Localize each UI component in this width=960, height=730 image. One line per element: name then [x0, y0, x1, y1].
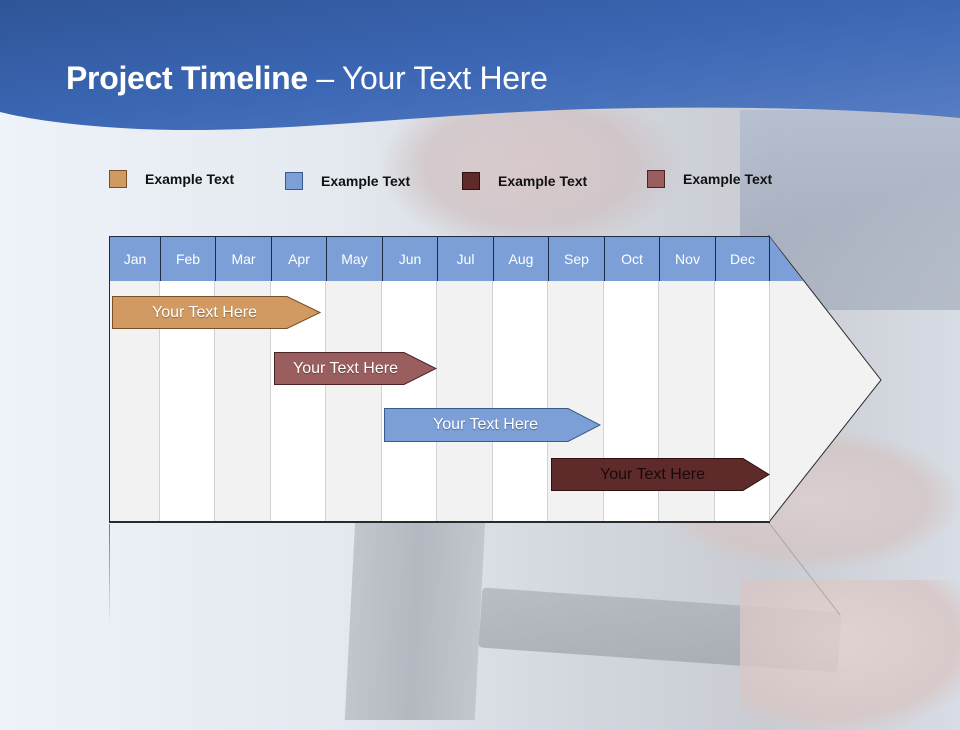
legend-swatch: [285, 172, 303, 190]
timeline-bar[interactable]: Your Text Here: [551, 458, 770, 491]
month-header: Apr: [271, 236, 326, 281]
bar-label: Your Text Here: [293, 359, 398, 377]
legend-swatch: [462, 172, 480, 190]
month-header: Nov: [659, 236, 715, 281]
month-header: Feb: [160, 236, 215, 281]
slide-title-rest: – Your Text Here: [307, 60, 548, 96]
month-column: [493, 281, 548, 522]
legend-label: Example Text: [321, 173, 411, 189]
header-banner: Project Timeline – Your Text Here: [0, 0, 960, 140]
bar-label: Your Text Here: [600, 465, 705, 483]
month-header-row: Jan Feb Mar Apr May Jun Jul Aug Sep Oct …: [109, 236, 770, 281]
month-header: May: [326, 236, 382, 281]
timeline-bar[interactable]: Your Text Here: [112, 296, 321, 329]
bar-arrow-shape: [112, 296, 321, 329]
month-header: Jul: [437, 236, 493, 281]
month-column: [382, 281, 437, 522]
timeline-bar[interactable]: Your Text Here: [384, 408, 601, 442]
month-header: Mar: [215, 236, 271, 281]
legend-item: Example Text: [462, 172, 587, 190]
bar-arrow-shape: [274, 352, 437, 385]
month-header: Dec: [715, 236, 770, 281]
bar-label: Your Text Here: [152, 303, 257, 321]
timeline-bar[interactable]: Your Text Here: [274, 352, 437, 385]
legend-item: Example Text: [109, 170, 234, 188]
timeline-bottom-border: [109, 521, 770, 523]
slide-title: Project Timeline – Your Text Here: [66, 60, 548, 97]
timeline-reflection: [109, 524, 110, 624]
month-header: Aug: [493, 236, 548, 281]
legend-item: Example Text: [647, 170, 772, 188]
legend-label: Example Text: [683, 171, 773, 187]
legend-label: Example Text: [498, 173, 588, 189]
month-column: [437, 281, 493, 522]
legend-swatch: [647, 170, 665, 188]
bar-arrow-shape: [384, 408, 601, 442]
month-header: Jan: [109, 236, 160, 281]
month-header: Oct: [604, 236, 659, 281]
legend-item: Example Text: [285, 172, 410, 190]
header-wave: [0, 0, 960, 130]
bar-arrow-shape: [551, 458, 770, 491]
month-header: Sep: [548, 236, 604, 281]
legend-label: Example Text: [145, 171, 235, 187]
bar-label: Your Text Here: [433, 415, 538, 433]
legend-swatch: [109, 170, 127, 188]
month-column: [326, 281, 382, 522]
slide-title-bold: Project Timeline: [66, 60, 308, 96]
timeline-left-border: [109, 236, 110, 523]
month-header: Jun: [382, 236, 437, 281]
